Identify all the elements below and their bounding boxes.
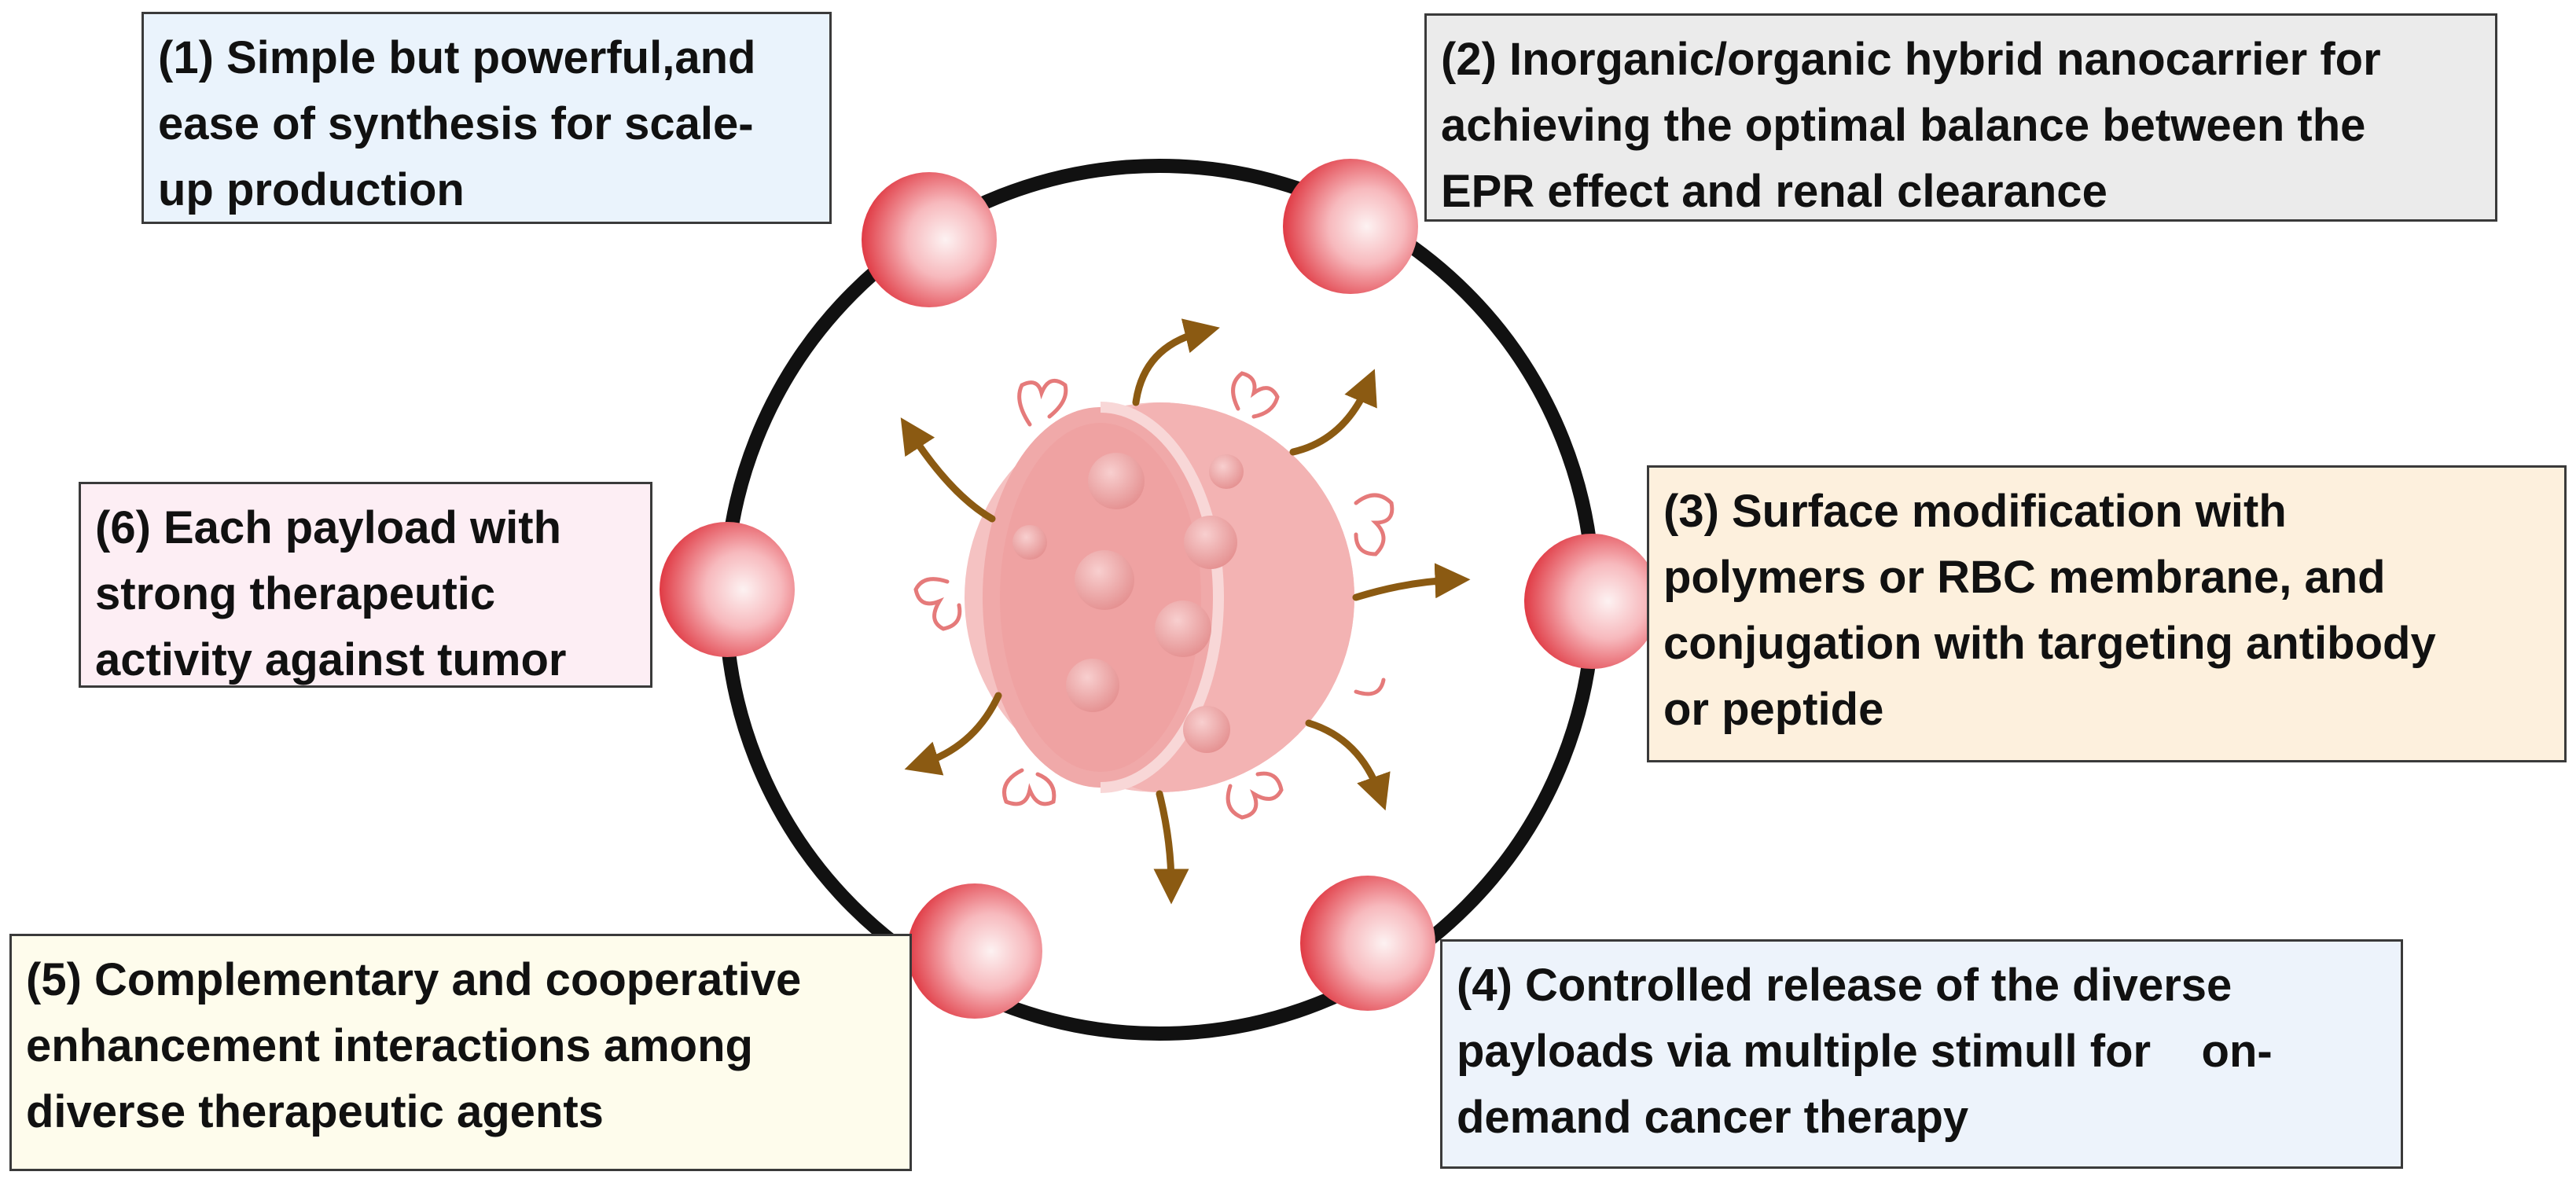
feature-1-line-3: up production <box>158 164 465 215</box>
feature-box-1: (1) Simple but powerful,and ease of synt… <box>141 12 832 224</box>
feature-6-line-3: activity against tumor <box>95 634 567 685</box>
feature-6-line-2: strong therapeutic <box>95 568 496 619</box>
ring-node-2 <box>1283 159 1418 294</box>
feature-box-4: (4) Controlled release of the diverse pa… <box>1440 939 2403 1169</box>
feature-1-line-1: (1) Simple but powerful,and <box>158 32 756 83</box>
ring-node-5 <box>907 883 1042 1019</box>
feature-2-line-1: (2) Inorganic/organic hybrid nanocarrier… <box>1441 34 2381 85</box>
feature-6-line-1: (6) Each payload with <box>95 502 561 553</box>
feature-3-line-1: (3) Surface modification with <box>1663 486 2287 537</box>
ring-nodes <box>660 159 1659 1019</box>
feature-1-line-2: ease of synthesis for scale- <box>158 98 754 149</box>
ring-node-4 <box>1300 876 1435 1011</box>
feature-2-line-2: achieving the optimal balance between th… <box>1441 100 2366 151</box>
feature-5-line-2: enhancement interactions among <box>26 1020 753 1071</box>
surface-ligands <box>913 371 1395 820</box>
ring-node-6 <box>660 522 795 657</box>
payload-bubbles <box>1012 453 1244 753</box>
ring-node-1 <box>862 172 997 307</box>
feature-3-line-3: conjugation with targeting antibody <box>1663 618 2436 669</box>
feature-2-line-3: EPR effect and renal clearance <box>1441 166 2107 217</box>
release-arrows <box>900 318 1471 905</box>
feature-box-5: (5) Complementary and cooperative enhanc… <box>9 934 912 1171</box>
feature-5-line-1: (5) Complementary and cooperative <box>26 954 802 1005</box>
feature-box-6: (6) Each payload with strong therapeutic… <box>79 482 652 688</box>
ring-node-3 <box>1524 534 1659 669</box>
feature-box-2: (2) Inorganic/organic hybrid nanocarrier… <box>1424 13 2497 222</box>
feature-4-line-3: demand cancer therapy <box>1457 1092 1969 1143</box>
feature-4-line-1: (4) Controlled release of the diverse <box>1457 960 2232 1011</box>
nanoparticle <box>965 402 1354 793</box>
feature-3-line-2: polymers or RBC membrane, and <box>1663 552 2386 603</box>
feature-5-line-3: diverse therapeutic agents <box>26 1086 604 1137</box>
feature-box-3: (3) Surface modification with polymers o… <box>1647 465 2567 762</box>
feature-4-line-2: payloads via multiple stimull for on- <box>1457 1026 2273 1077</box>
feature-3-line-4: or peptide <box>1663 684 1884 735</box>
